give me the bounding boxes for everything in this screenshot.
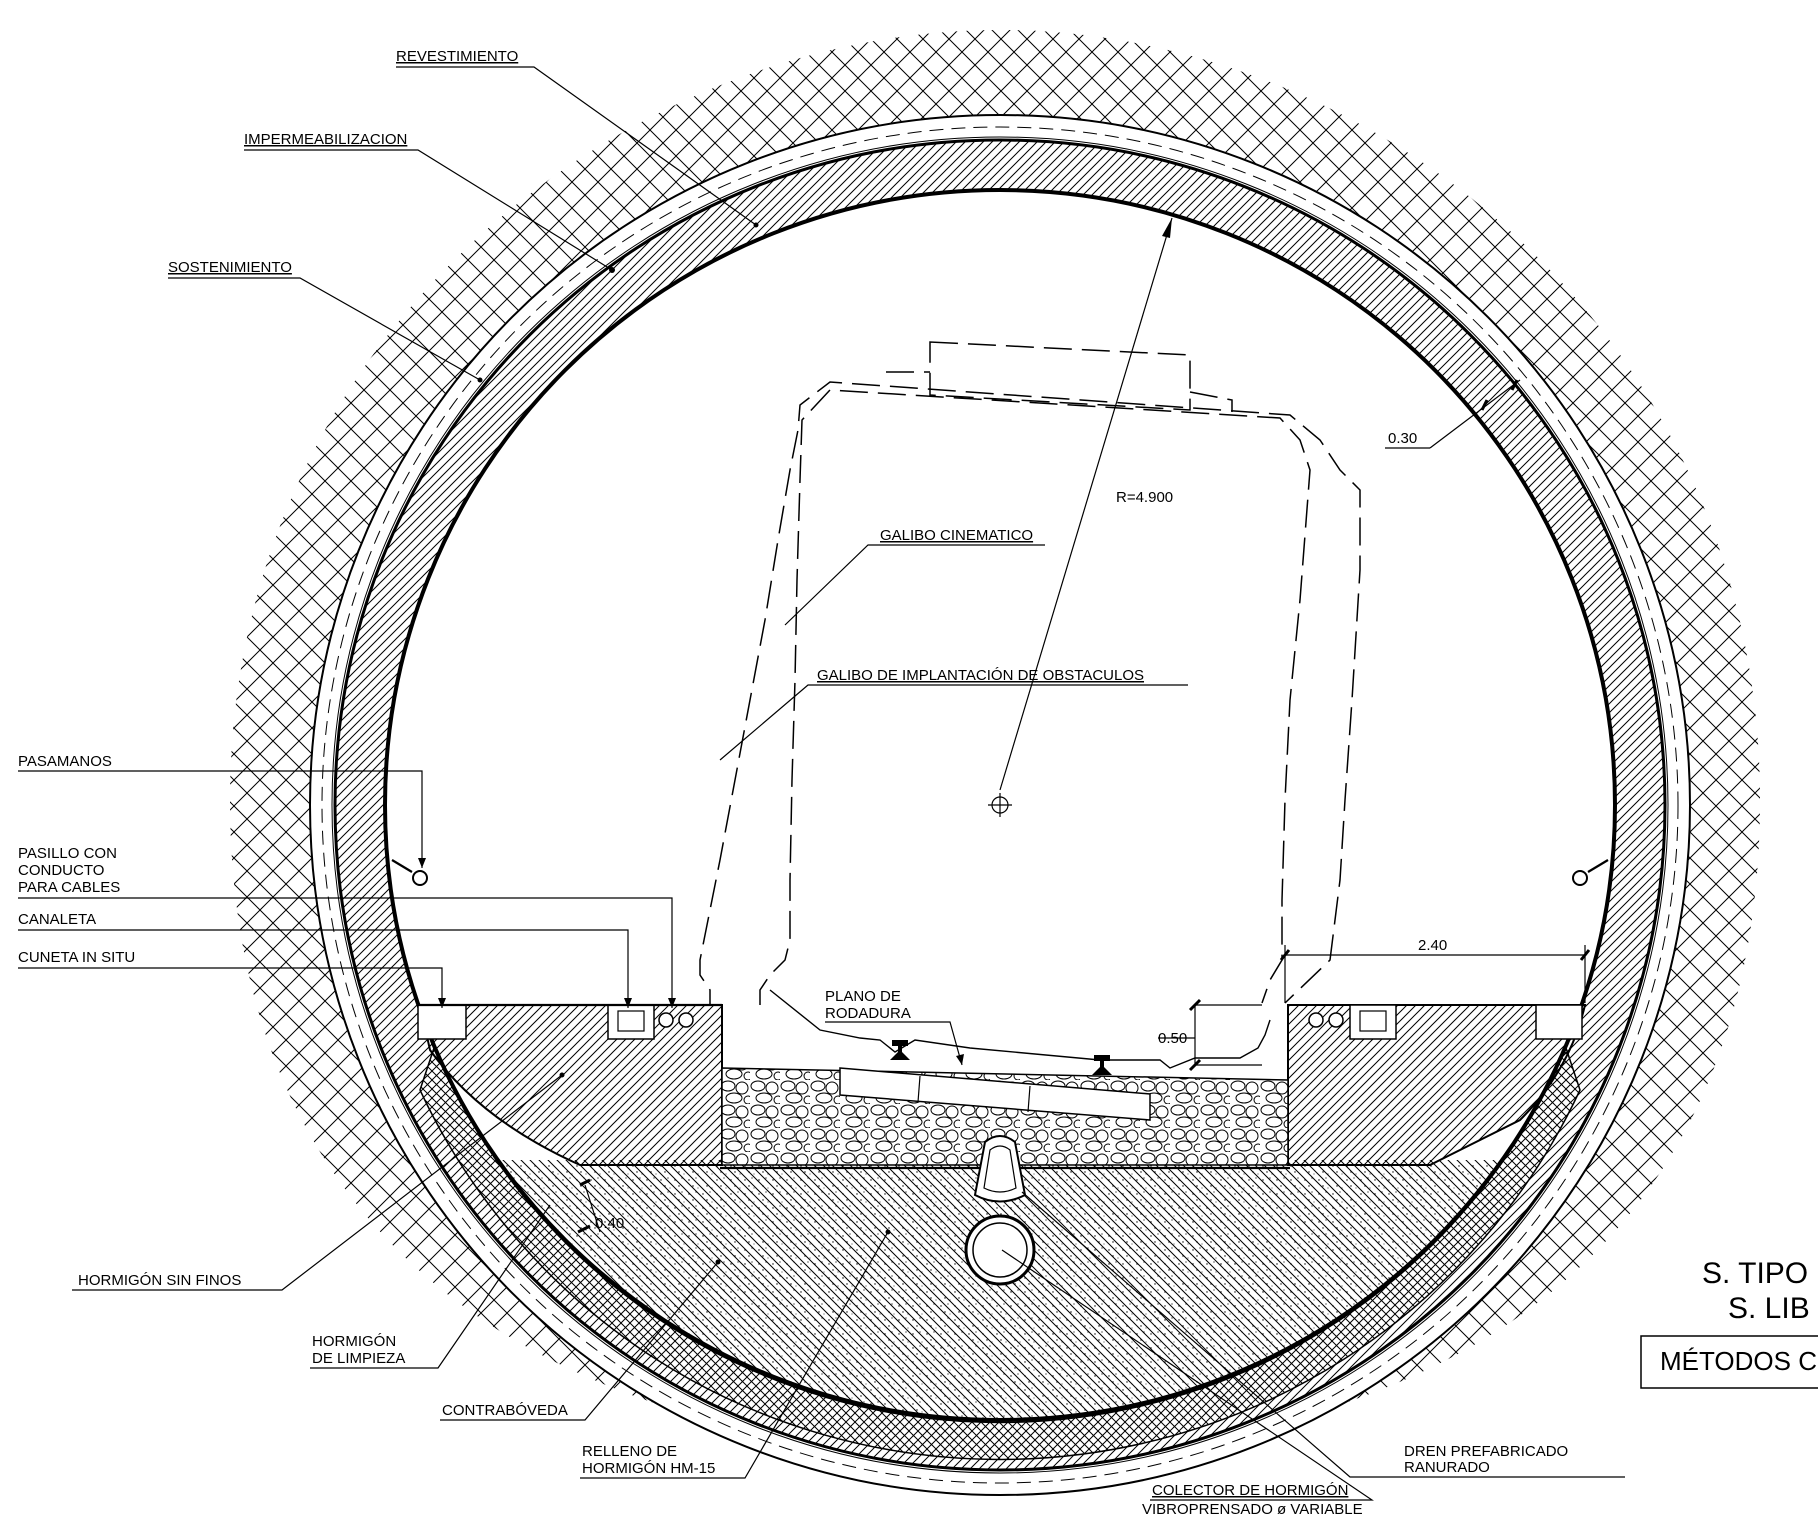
label-galibo-cinematico: GALIBO CINEMATICO [880, 527, 1033, 544]
radius-label: R=4.900 [1116, 489, 1173, 506]
label-hormigon-sin-finos: HORMIGÓN SIN FINOS [78, 1272, 241, 1289]
dim-0-50: 0.50 [1158, 1030, 1187, 1047]
label-plano-1: PLANO DE [825, 988, 901, 1005]
label-relleno-2: HORMIGÓN HM-15 [582, 1460, 715, 1477]
title-line-2: S. LIB [1728, 1292, 1810, 1325]
ballast-bed [720, 1040, 1290, 1170]
handrail-left [391, 859, 428, 886]
label-limpieza-1: HORMIGÓN [312, 1333, 396, 1350]
dim-0-30: 0.30 [1388, 430, 1417, 447]
title-line-1: S. TIPO [1702, 1257, 1808, 1290]
title-block: S. TIPO S. LIB MÉTODOS C [1640, 1257, 1818, 1389]
label-dren-2: RANURADO [1404, 1459, 1490, 1476]
label-canaleta: CANALETA [18, 911, 96, 928]
title-box [1640, 1335, 1818, 1389]
label-limpieza-2: DE LIMPIEZA [312, 1350, 405, 1367]
sleeper [839, 1067, 1151, 1121]
plano-rodadura [769, 989, 1271, 1069]
label-impermeabilizacion: IMPERMEABILIZACION [244, 131, 407, 148]
right-walkway [1287, 1004, 1587, 1166]
label-colector-2: VIBROPRENSADO ø VARIABLE [1142, 1501, 1363, 1518]
label-relleno-1: RELLENO DE [582, 1443, 677, 1460]
left-walkway [417, 1003, 723, 1166]
colector-hormigon [964, 1214, 1036, 1286]
handrail-right [1572, 859, 1609, 886]
label-revestimiento: REVESTIMIENTO [396, 48, 518, 65]
cable-conduit-icon [658, 1012, 674, 1028]
radius-line [999, 217, 1173, 791]
galibo-implantacion [759, 389, 1311, 1005]
dim-2-40: 2.40 [1418, 937, 1447, 954]
label-sostenimiento: SOSTENIMIENTO [168, 259, 292, 276]
canaleta-right [1349, 1004, 1397, 1040]
label-colector-1: COLECTOR DE HORMIGÓN [1152, 1482, 1348, 1499]
canaleta-left [607, 1004, 655, 1040]
dim-0-40: 0.40 [595, 1215, 624, 1232]
label-dren-1: DREN PREFABRICADO [1404, 1443, 1568, 1460]
label-pasillo-3: PARA CABLES [18, 879, 120, 896]
label-contraboveda: CONTRABÓVEDA [442, 1402, 568, 1419]
leader-lines [18, 66, 1625, 1501]
dim-walkway-width [1279, 945, 1591, 1003]
leader-arrows [418, 222, 964, 1265]
cable-conduit-icon [1308, 1012, 1324, 1028]
rail-left [890, 1040, 910, 1060]
cuneta-right [1535, 1004, 1583, 1040]
dim-platform-height [1158, 998, 1262, 1072]
impermeabilizacion-line [331, 136, 1669, 1474]
cable-conduit-icon [678, 1012, 694, 1028]
dim-lining-thickness [1385, 379, 1521, 449]
label-pasillo-2: CONDUCTO [18, 862, 104, 879]
contraboveda-band [419, 1045, 1581, 1461]
dim-invert-thickness [577, 1178, 601, 1234]
title-box-text: MÉTODOS C [1660, 1346, 1817, 1376]
label-cuneta: CUNETA IN SITU [18, 949, 135, 966]
cuneta-left [417, 1004, 467, 1040]
cable-conduit-icon [1328, 1012, 1344, 1028]
label-pasillo-1: PASILLO CON [18, 845, 117, 862]
center-point-icon [988, 793, 1012, 817]
label-plano-2: RODADURA [825, 1005, 911, 1022]
label-pasamanos: PASAMANOS [18, 753, 112, 770]
galibo-cinematico [699, 341, 1361, 1006]
label-galibo-implantacion: GALIBO DE IMPLANTACIÓN DE OBSTACULOS [817, 667, 1144, 684]
